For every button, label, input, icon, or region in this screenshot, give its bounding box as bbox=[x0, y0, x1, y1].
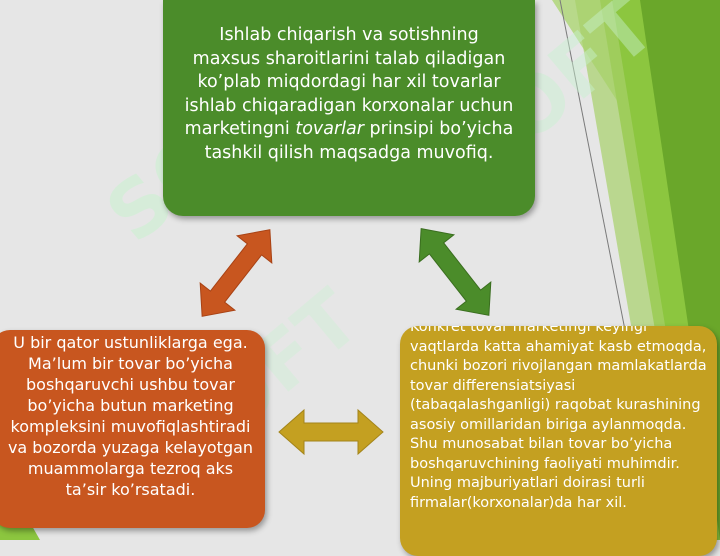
top-box-text-end: prinsipi bo’yicha tashkil qilish maqsadg… bbox=[204, 119, 514, 163]
top-box-emphasis: tovarlar bbox=[295, 119, 364, 139]
right-box-text: Konkret tovar marketingi keyingi vaqtlar… bbox=[410, 326, 707, 511]
top-box-text: Ishlab chiqarish va sotishning maxsus sh… bbox=[184, 25, 514, 139]
top-box: Ishlab chiqarish va sotishning maxsus sh… bbox=[163, 0, 535, 216]
left-box-text: U bir qator ustunliklarga ega. Ma’lum bi… bbox=[7, 333, 254, 499]
right-box: Konkret tovar marketingi keyingi vaqtlar… bbox=[400, 326, 717, 556]
left-box: U bir qator ustunliklarga ega. Ma’lum bi… bbox=[0, 330, 265, 528]
